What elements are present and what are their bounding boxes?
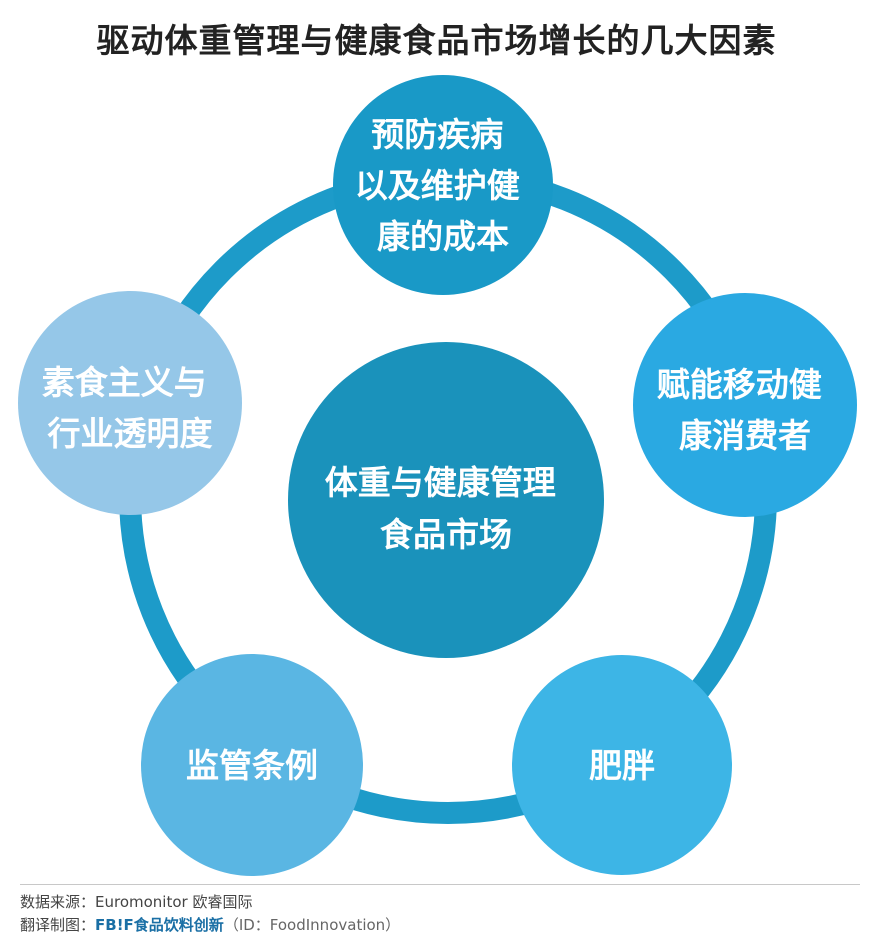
svg-text:肥胖: 肥胖 xyxy=(589,746,655,785)
center-line-1: 体重与健康管理 xyxy=(325,463,556,502)
factor-bottom-right-line-1: 肥胖 xyxy=(589,746,655,785)
translate-line: 翻译制图：FB!F食品饮料创新（ID：FoodInnovation） xyxy=(20,914,860,937)
factor-bottom-left-line-1: 监管条例 xyxy=(186,746,318,785)
factor-top-line-3: 康的成本 xyxy=(377,217,509,256)
svg-text:预防疾病 以及维护健 康的成本: 预防疾病 以及维护健 康的成本 xyxy=(355,115,532,256)
svg-text:体重与健康管理 食品市场: 体重与健康管理 食品市场 xyxy=(325,463,568,554)
factor-top-line-1: 预防疾病 xyxy=(371,115,503,154)
brand-logo-latin: FB!F xyxy=(95,916,134,934)
page-title: 驱动体重管理与健康食品市场增长的几大因素 xyxy=(96,21,777,60)
center-node: 体重与健康管理 食品市场 xyxy=(288,342,604,658)
factor-top-node: 预防疾病 以及维护健 康的成本 xyxy=(333,75,553,295)
factor-left-line-1: 素食主义与 xyxy=(42,363,207,402)
factor-right-line-2: 康消费者 xyxy=(679,416,811,455)
factor-diagram: 体重与健康管理 食品市场 预防疾病 以及维护健 康的成本 赋能移动健 康消费者 … xyxy=(18,75,857,876)
brand-name: 食品饮料创新 xyxy=(133,916,224,934)
source-value: Euromonitor 欧睿国际 xyxy=(95,893,253,911)
source-label: 数据来源： xyxy=(20,893,96,911)
factor-bottom-right-node: 肥胖 xyxy=(512,655,732,875)
footer: 数据来源：Euromonitor 欧睿国际 翻译制图：FB!F食品饮料创新（ID… xyxy=(20,884,860,937)
brand-id: （ID：FoodInnovation） xyxy=(223,916,401,934)
factor-right-node: 赋能移动健 康消费者 xyxy=(633,293,857,517)
factor-left-node: 素食主义与 行业透明度 xyxy=(18,291,242,515)
svg-text:赋能移动健 康消费者: 赋能移动健 康消费者 xyxy=(657,365,834,455)
source-line: 数据来源：Euromonitor 欧睿国际 xyxy=(20,891,860,914)
translate-label: 翻译制图： xyxy=(20,916,96,934)
svg-text:素食主义与 行业透明度: 素食主义与 行业透明度 xyxy=(42,363,219,453)
factor-bottom-left-node: 监管条例 xyxy=(141,654,363,876)
factor-left-line-2: 行业透明度 xyxy=(47,414,213,453)
center-line-2: 食品市场 xyxy=(380,515,512,554)
factor-right-line-1: 赋能移动健 xyxy=(657,365,822,404)
factor-top-line-2: 以及维护健 xyxy=(355,166,520,205)
svg-text:监管条例: 监管条例 xyxy=(186,746,318,785)
